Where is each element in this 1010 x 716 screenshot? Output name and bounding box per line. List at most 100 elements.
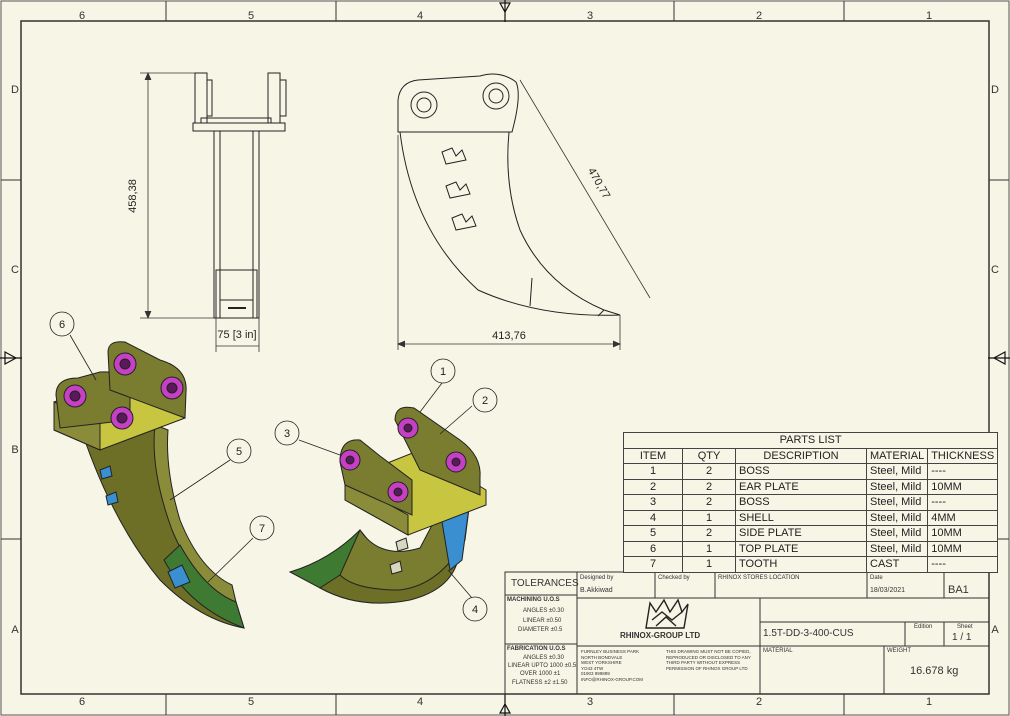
zone-col-label: 1 [926, 696, 932, 708]
location-label: RHINOX STORES LOCATION [718, 575, 800, 581]
zone-row-label: D [991, 84, 999, 96]
parts-material: Steel, Mild [865, 540, 929, 557]
address-line: NORTH BONDVALE [581, 654, 623, 660]
parts-qty: 1 [682, 540, 736, 557]
parts-material: Steel, Mild [865, 494, 929, 511]
balloon-6: 6 [59, 319, 65, 331]
company-name: RHINOX-GROUP LTD [620, 631, 701, 640]
notice-line: PERMISSION OF RHINOX GROUP LTD [666, 665, 748, 671]
date-label: Date [870, 575, 883, 581]
parts-material: Steel, Mild [865, 463, 929, 480]
sheet-value: 1 / 1 [952, 632, 972, 643]
balloon-4: 4 [472, 604, 478, 616]
balloon-leaders [69, 334, 473, 599]
parts-qty: 2 [682, 525, 736, 542]
balloon-circles [49, 311, 498, 622]
zone-col-label: 3 [587, 10, 593, 22]
notice-line: THIRD PARTY WITHOUT EXPRESS [666, 660, 741, 665]
parts-thickness: ---- [927, 494, 999, 511]
parts-thickness: 10MM [927, 478, 999, 495]
zone-col-label: 3 [587, 696, 593, 708]
material-label: MATERIAL [763, 648, 793, 654]
parts-list-header: DESCRIPTION [735, 447, 867, 464]
parts-thickness: ---- [927, 556, 999, 573]
machining-line: ANGLES ±0.30 [523, 608, 564, 614]
zone-col-label: 2 [756, 696, 762, 708]
parts-thickness: 4MM [927, 509, 999, 526]
parts-item: 6 [623, 540, 683, 557]
parts-material: CAST [865, 556, 929, 573]
notice-line: THIS DRAWING MUST NOT BE COPIED, [666, 649, 751, 654]
zone-col-label: 6 [79, 696, 85, 708]
part-number: 1.5T-DD-3-400-CUS [763, 628, 854, 639]
date-value: 18/03/2021 [870, 587, 906, 594]
parts-qty: 1 [682, 509, 736, 526]
parts-list-header: MATERIAL [865, 447, 929, 464]
title-block-grid [504, 571, 990, 695]
table-row: 1 2 BOSS Steel, Mild ---- [623, 463, 999, 480]
parts-item: 4 [623, 509, 683, 526]
parts-description: BOSS [735, 463, 867, 480]
parts-description: SHELL [735, 509, 867, 526]
fabrication-line: LINEAR UPTO 1000 ±0.5 [508, 663, 577, 669]
front-view [192, 72, 287, 319]
edition-label: Edition [914, 624, 933, 630]
zone-col-label: 4 [417, 696, 423, 708]
parts-list-table: PARTS LIST ITEM QTY DESCRIPTION MATERIAL… [622, 432, 999, 573]
iso-view-left [53, 341, 245, 629]
balloon-5: 5 [236, 446, 242, 458]
address-line: INFO@RHINOX-GROUP.COM [581, 676, 643, 682]
parts-item: 7 [623, 556, 683, 573]
address-line: FURNLEY BUSINESS PARK [581, 649, 640, 654]
parts-material: Steel, Mild [865, 525, 929, 542]
fabrication-line: FLATNESS ±2 ±1.50 [512, 680, 568, 686]
parts-description: TOP PLATE [735, 540, 867, 557]
table-row: 7 1 TOOTH CAST ---- [623, 556, 999, 573]
company-logo [645, 598, 689, 629]
table-row: 4 1 SHELL Steel, Mild 4MM [623, 509, 999, 526]
designed-by-value: B.Akkiwad [580, 587, 613, 594]
balloon-1: 1 [440, 366, 446, 378]
parts-qty: 2 [682, 494, 736, 511]
address-line: YO43 4TW [581, 665, 604, 671]
zone-col-label: 6 [79, 10, 85, 22]
zone-row-label: D [11, 84, 19, 96]
fabrication-title: FABRICATION U.O.S [507, 646, 566, 652]
parts-list-title: PARTS LIST [622, 432, 999, 449]
zone-col-label: 1 [926, 10, 932, 22]
machining-title: MACHINING U.O.S [507, 597, 560, 603]
address-line: 01903 999899 [581, 671, 610, 676]
parts-item: 2 [623, 478, 683, 495]
designed-by-label: Designed by [580, 575, 614, 581]
parts-list-header: THICKNESS [927, 447, 999, 464]
parts-item: 3 [623, 494, 683, 511]
width-front-dimension: 75 [3 in] [217, 329, 256, 341]
parts-thickness: ---- [927, 463, 999, 480]
zone-row-label: A [991, 624, 999, 636]
zone-col-label: 5 [248, 696, 254, 708]
side-view [397, 73, 621, 317]
zone-col-label: 4 [417, 10, 423, 22]
parts-description: EAR PLATE [735, 478, 867, 495]
iso-view-right [288, 406, 487, 604]
height-dimension: 458,38 [127, 179, 139, 213]
parts-list-header: ITEM [623, 447, 683, 464]
notice-line: REPRODUCED OR DISCLOSED TO ANY [666, 654, 751, 660]
parts-qty: 2 [682, 478, 736, 495]
parts-description: TOOTH [735, 556, 867, 573]
weight-value: 16.678 kg [910, 665, 959, 677]
zone-row-label: B [11, 444, 18, 456]
dimension-lines [140, 71, 651, 352]
copyright-notice: THIS DRAWING MUST NOT BE COPIED, REPRODU… [666, 649, 751, 671]
table-row: 3 2 BOSS Steel, Mild ---- [623, 494, 999, 511]
zone-col-label: 2 [756, 10, 762, 22]
tolerances-label: TOLERANCES [511, 578, 579, 589]
table-row: 5 2 SIDE PLATE Steel, Mild 10MM [623, 525, 999, 542]
parts-qty: 1 [682, 556, 736, 573]
zone-row-label: C [991, 264, 999, 276]
parts-qty: 2 [682, 463, 736, 480]
sheet-size: BA1 [948, 584, 969, 596]
width-side-dimension: 413,76 [492, 330, 526, 342]
